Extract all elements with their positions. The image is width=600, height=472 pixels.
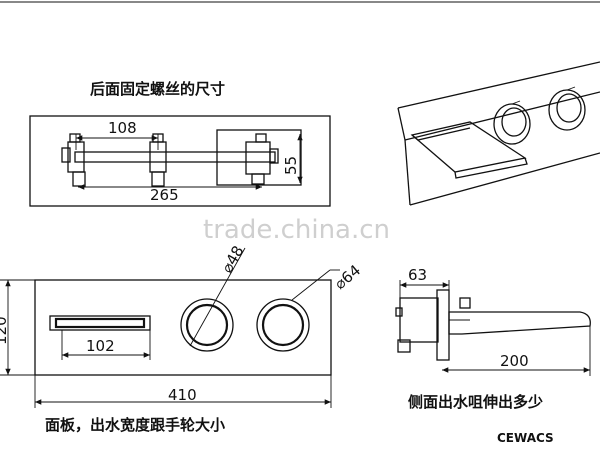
side-wall-plate bbox=[436, 289, 450, 361]
mounting-backplate bbox=[29, 115, 331, 207]
side-title: 侧面出水咀伸出多少 bbox=[408, 393, 543, 411]
pipe bbox=[74, 151, 276, 163]
dim-screw-total: 265 bbox=[150, 186, 179, 204]
side-view bbox=[395, 280, 591, 376]
dim-box-height: 55 bbox=[282, 156, 300, 175]
dim-handle-dia2: ⌀64 bbox=[331, 261, 364, 293]
dim-panel-height: 120 bbox=[0, 316, 10, 345]
dim-spout-length: 200 bbox=[500, 352, 529, 370]
front-panel bbox=[0, 247, 340, 408]
mounting-title: 后面固定螺丝的尺寸 bbox=[90, 80, 225, 98]
certification-marks: CEWACS bbox=[497, 431, 554, 445]
side-spout bbox=[448, 311, 591, 335]
mounting-drawing bbox=[29, 115, 331, 207]
dim-side-depth: 63 bbox=[408, 266, 427, 284]
spout-3d bbox=[410, 121, 527, 173]
dim-spout-width: 102 bbox=[86, 337, 115, 355]
handle-2 bbox=[256, 298, 310, 352]
isometric-view bbox=[397, 61, 600, 206]
side-body bbox=[399, 297, 439, 343]
spout-slot bbox=[49, 315, 151, 331]
dim-screw-spacing: 108 bbox=[108, 119, 137, 137]
handle-3d-1 bbox=[493, 103, 531, 145]
panel-outline bbox=[34, 279, 332, 376]
handle-3d-2 bbox=[548, 89, 586, 131]
watermark: trade.china.cn bbox=[203, 215, 390, 245]
dim-panel-width: 410 bbox=[168, 386, 197, 404]
panel-title: 面板，出水宽度跟手轮大小 bbox=[45, 416, 225, 434]
dim-handle-dia1: ⌀48 bbox=[218, 243, 248, 276]
right-fitting bbox=[245, 141, 271, 175]
handle-1 bbox=[180, 298, 234, 352]
